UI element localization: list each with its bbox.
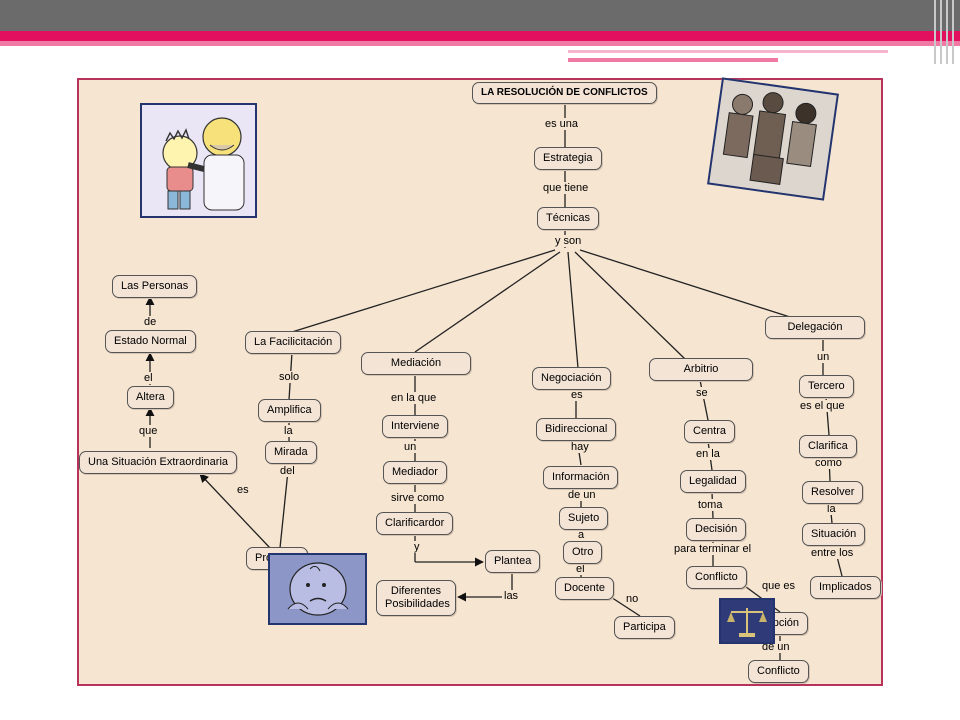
link-toma: toma xyxy=(696,499,725,511)
concept-interviene: Interviene xyxy=(382,415,449,439)
link-las: las xyxy=(502,590,521,602)
link-y-son: y son xyxy=(553,235,584,247)
slide-top-bar xyxy=(0,0,960,31)
link-en-la: en la xyxy=(694,448,722,460)
link-entre-los: entre los xyxy=(809,547,856,559)
concept-participa: Participa xyxy=(614,616,675,640)
link-que-es: que es xyxy=(760,580,798,592)
concept-mediacion: Mediación xyxy=(361,352,471,376)
concept-centra: Centra xyxy=(684,420,736,444)
concept-clarificador: Clarificardor xyxy=(376,512,454,536)
link-a: a xyxy=(576,529,587,541)
children-group-picture xyxy=(707,77,839,201)
link-el-altera: el xyxy=(142,372,155,384)
concept-tecnicas: Técnicas xyxy=(537,207,600,231)
link-se: se xyxy=(694,387,710,399)
cartoon-homer-bart-picture xyxy=(140,103,257,218)
link-y-plantea: y xyxy=(412,541,422,553)
link-el: el xyxy=(574,563,587,575)
concept-mediador: Mediador xyxy=(383,461,447,485)
link-la-situacion: la xyxy=(825,503,838,515)
concept-delegacion: Delegación xyxy=(765,316,865,340)
link-de-un: de un xyxy=(566,489,598,501)
concept-amplifica: Amplifica xyxy=(258,399,321,423)
link-solo: solo xyxy=(277,371,302,383)
concept-las-personas: Las Personas xyxy=(112,275,198,299)
link-es-bidireccional: es xyxy=(569,389,585,401)
link-como: como xyxy=(813,457,844,469)
link-un-tercero: un xyxy=(815,351,832,363)
link-es-el-que: es el que xyxy=(798,400,847,412)
concept-resolver: Resolver xyxy=(802,481,864,505)
concept-situacion: Situación xyxy=(802,523,866,547)
concept-docente: Docente xyxy=(555,577,614,601)
link-que: que xyxy=(137,425,160,437)
concept-conflicto-final: Conflicto xyxy=(748,660,809,684)
concept-estado-normal: Estado Normal xyxy=(105,330,196,354)
concept-situacion-extraordinaria: Una Situación Extraordinaria xyxy=(79,451,238,475)
concept-decision: Decisión xyxy=(686,518,747,542)
link-es-una: es una xyxy=(543,118,581,130)
link-que-tiene: que tiene xyxy=(541,182,591,194)
concept-implicados: Implicados xyxy=(810,576,881,600)
concept-negociacion: Negociación xyxy=(532,367,611,391)
link-en-la-que: en la que xyxy=(389,392,439,404)
concept-altera: Altera xyxy=(127,386,174,410)
link-no: no xyxy=(624,593,641,605)
link-del: del xyxy=(278,465,297,477)
scales-of-justice-picture xyxy=(719,598,775,644)
concept-bidireccional: Bidireccional xyxy=(536,418,617,442)
concept-mirada: Mirada xyxy=(265,441,317,465)
charlie-brown-picture xyxy=(268,553,367,625)
concept-arbitrio: Arbitrio xyxy=(649,358,753,382)
link-de: de xyxy=(142,316,159,328)
concept-plantea: Plantea xyxy=(485,550,541,574)
concept-sujeto: Sujeto xyxy=(559,507,609,531)
concept-clarifica: Clarifica xyxy=(799,435,857,459)
slide-accent-bar-light xyxy=(0,41,960,46)
link-de-un-conflicto: de un xyxy=(760,641,792,653)
link-sirve-como: sirve como xyxy=(389,492,447,504)
concept-diferentes-posibilidades: Diferentes Posibilidades xyxy=(376,580,456,617)
concept-otro: Otro xyxy=(563,541,603,565)
decor-line-short xyxy=(568,58,778,62)
link-hay: hay xyxy=(569,441,591,453)
concept-informacion: Información xyxy=(543,466,619,490)
concept-legalidad: Legalidad xyxy=(680,470,746,494)
decor-line xyxy=(568,50,888,53)
concept-estrategia: Estrategia xyxy=(534,147,602,171)
link-para-terminar-el: para terminar el xyxy=(672,543,754,555)
concept-tercero: Tercero xyxy=(799,375,854,399)
corner-decor xyxy=(930,0,960,64)
concept-facilitacion: La Facilicitación xyxy=(245,331,342,355)
concept-title: LA RESOLUCIÓN DE CONFLICTOS xyxy=(472,82,657,104)
slide-accent-bar xyxy=(0,31,960,41)
concept-conflicto-arbitrio: Conflicto xyxy=(686,566,747,590)
link-es-profesor: es xyxy=(235,484,251,496)
link-un-mediador: un xyxy=(402,441,419,453)
link-la: la xyxy=(282,425,295,437)
